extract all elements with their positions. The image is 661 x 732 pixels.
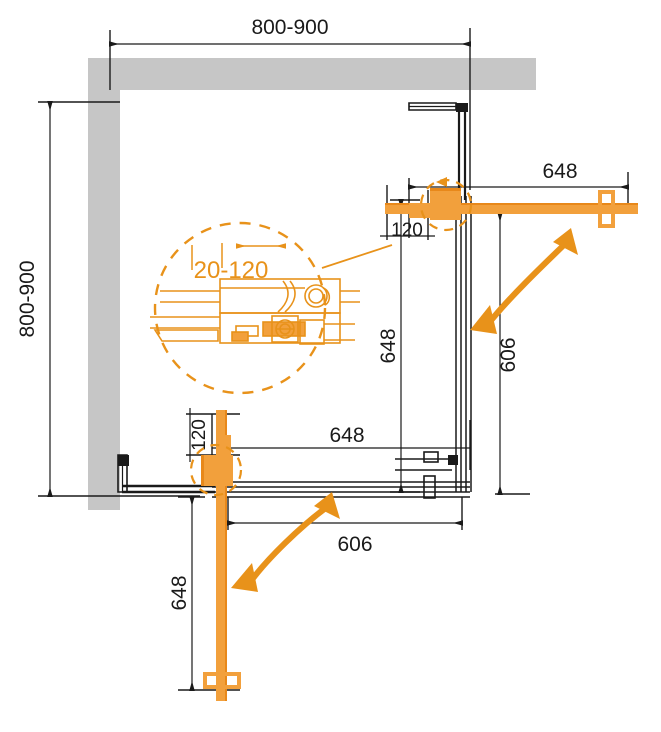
door-panel-bottom[interactable] <box>216 410 227 701</box>
detail-callout-label: 20-120 <box>194 257 269 284</box>
dim-label-top-right-inner: 606 <box>497 337 520 372</box>
detail-mechanism-drawing <box>150 243 360 345</box>
dim-label-right-vertical-door: 648 <box>377 328 400 363</box>
fixed-panel-bottom-left <box>117 454 470 498</box>
dimension-bottom-inner: 606 <box>227 497 463 556</box>
door-panel-bottom-edge <box>225 410 227 701</box>
dim-label-bottom-offset: 120 <box>189 419 210 451</box>
dimension-right-vertical-door: 648 <box>377 199 420 493</box>
dimension-bottom-door: 648 <box>211 414 471 470</box>
door-handle-knob-bottom[interactable] <box>203 672 241 689</box>
dim-label-bottom-inner: 606 <box>337 533 372 556</box>
wall-top <box>88 58 536 90</box>
dimension-left-height: 800-900 <box>16 101 200 497</box>
wall-left <box>88 58 120 510</box>
door-panel-top-edge <box>385 203 638 205</box>
detail-callout-circle <box>153 221 393 395</box>
sliding-door-bottom-left[interactable] <box>189 410 243 701</box>
wall-group <box>88 58 536 510</box>
dimension-top-width: 800-900 <box>109 16 471 190</box>
dimension-top-right-inner: 606 <box>495 212 530 495</box>
door-panel-top[interactable] <box>385 203 638 214</box>
fixed-panel-top-right <box>408 102 472 492</box>
detail-dimension-arrow <box>191 243 286 270</box>
pivot-hinge-rotation-indicator-bottom <box>189 443 243 497</box>
sliding-door-top-right[interactable] <box>385 177 638 232</box>
hinge-block-bottom <box>201 435 233 486</box>
dim-label-top-width: 800-900 <box>251 16 328 39</box>
dimension-bottom-offset: 120 <box>186 408 240 462</box>
dim-label-bottom-left-vertical: 648 <box>168 575 191 610</box>
dim-label-top-right-door: 648 <box>542 160 577 183</box>
corner-junction-brackets <box>395 451 458 499</box>
dim-label-top-offset: 120 <box>391 220 423 241</box>
dimension-bottom-left-vertical: 648 <box>168 496 240 691</box>
hinge-block-top <box>409 188 461 220</box>
rotation-arrow-top <box>436 177 447 187</box>
door-swing-arc-arrow-bottom <box>231 492 340 592</box>
door-handle-knob-top[interactable] <box>598 190 615 228</box>
door-swing-arc-arrow-top <box>470 228 578 334</box>
dim-label-bottom-door: 648 <box>329 424 364 447</box>
dim-label-left-height: 800-900 <box>16 260 39 337</box>
